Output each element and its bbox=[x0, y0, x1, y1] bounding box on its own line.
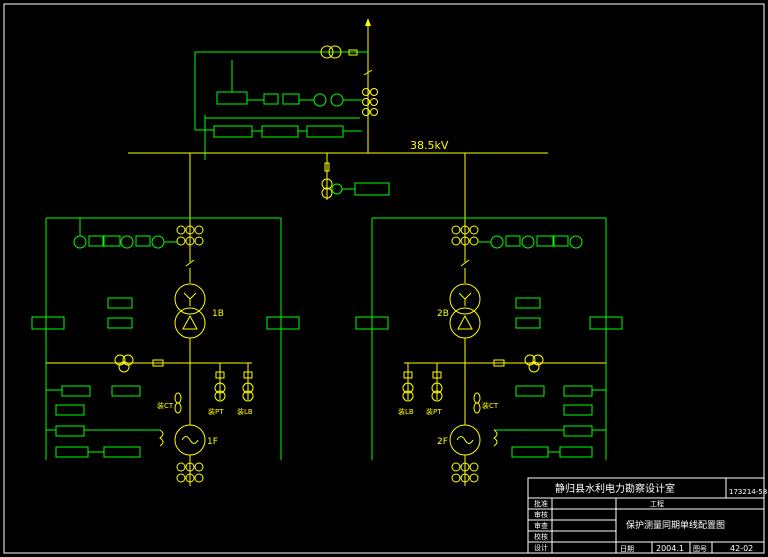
incoming-line bbox=[194, 18, 378, 160]
role-review: 审核 bbox=[534, 510, 548, 519]
stage-label: 工程 bbox=[650, 499, 664, 508]
pt-label-right: 装PT bbox=[426, 407, 442, 416]
drawing-frame bbox=[3, 3, 765, 554]
generator-2f-label: 2F bbox=[437, 437, 448, 447]
ct-label-right: 装CT bbox=[482, 401, 499, 410]
date-value: 2004.1 bbox=[656, 544, 684, 553]
title-block: 静归县水利电力勘察设计室 173214-58 工程 保护测量同期单线配置图 批准… bbox=[527, 477, 767, 554]
role-verify: 校核 bbox=[534, 532, 548, 541]
lb-label-right: 装LB bbox=[398, 407, 414, 416]
date-label: 日期 bbox=[620, 545, 634, 553]
drawing-no-label: 图号 bbox=[693, 545, 707, 553]
generator-1f-label: 1F bbox=[207, 437, 218, 447]
role-approve: 批准 bbox=[534, 499, 548, 508]
bus-voltage-label: 38.5kV bbox=[410, 139, 449, 152]
incoming-isolator-stack bbox=[362, 88, 378, 116]
drawing-no-value: 42-02 bbox=[730, 544, 753, 553]
pt-label-left: 装PT bbox=[208, 407, 224, 416]
unit-left: 1B 装PT 装LB 装CT 1F bbox=[31, 153, 300, 486]
role-check: 审查 bbox=[534, 521, 548, 530]
station-transformer bbox=[321, 153, 390, 200]
drawing-number: 173214-58 bbox=[729, 488, 767, 496]
drawing-title: 保护测量同期单线配置图 bbox=[626, 519, 725, 531]
role-design: 设计 bbox=[534, 543, 548, 552]
org-name: 静归县水利电力勘察设计室 bbox=[555, 482, 675, 495]
unit-right: 2B 装LB 装PT 装CT 2F bbox=[355, 153, 623, 486]
transformer-1b-label: 1B bbox=[212, 309, 224, 319]
lb-label-left: 装LB bbox=[237, 407, 253, 416]
transformer-2b-label: 2B bbox=[437, 309, 449, 319]
ct-label-left: 装CT bbox=[157, 401, 174, 410]
